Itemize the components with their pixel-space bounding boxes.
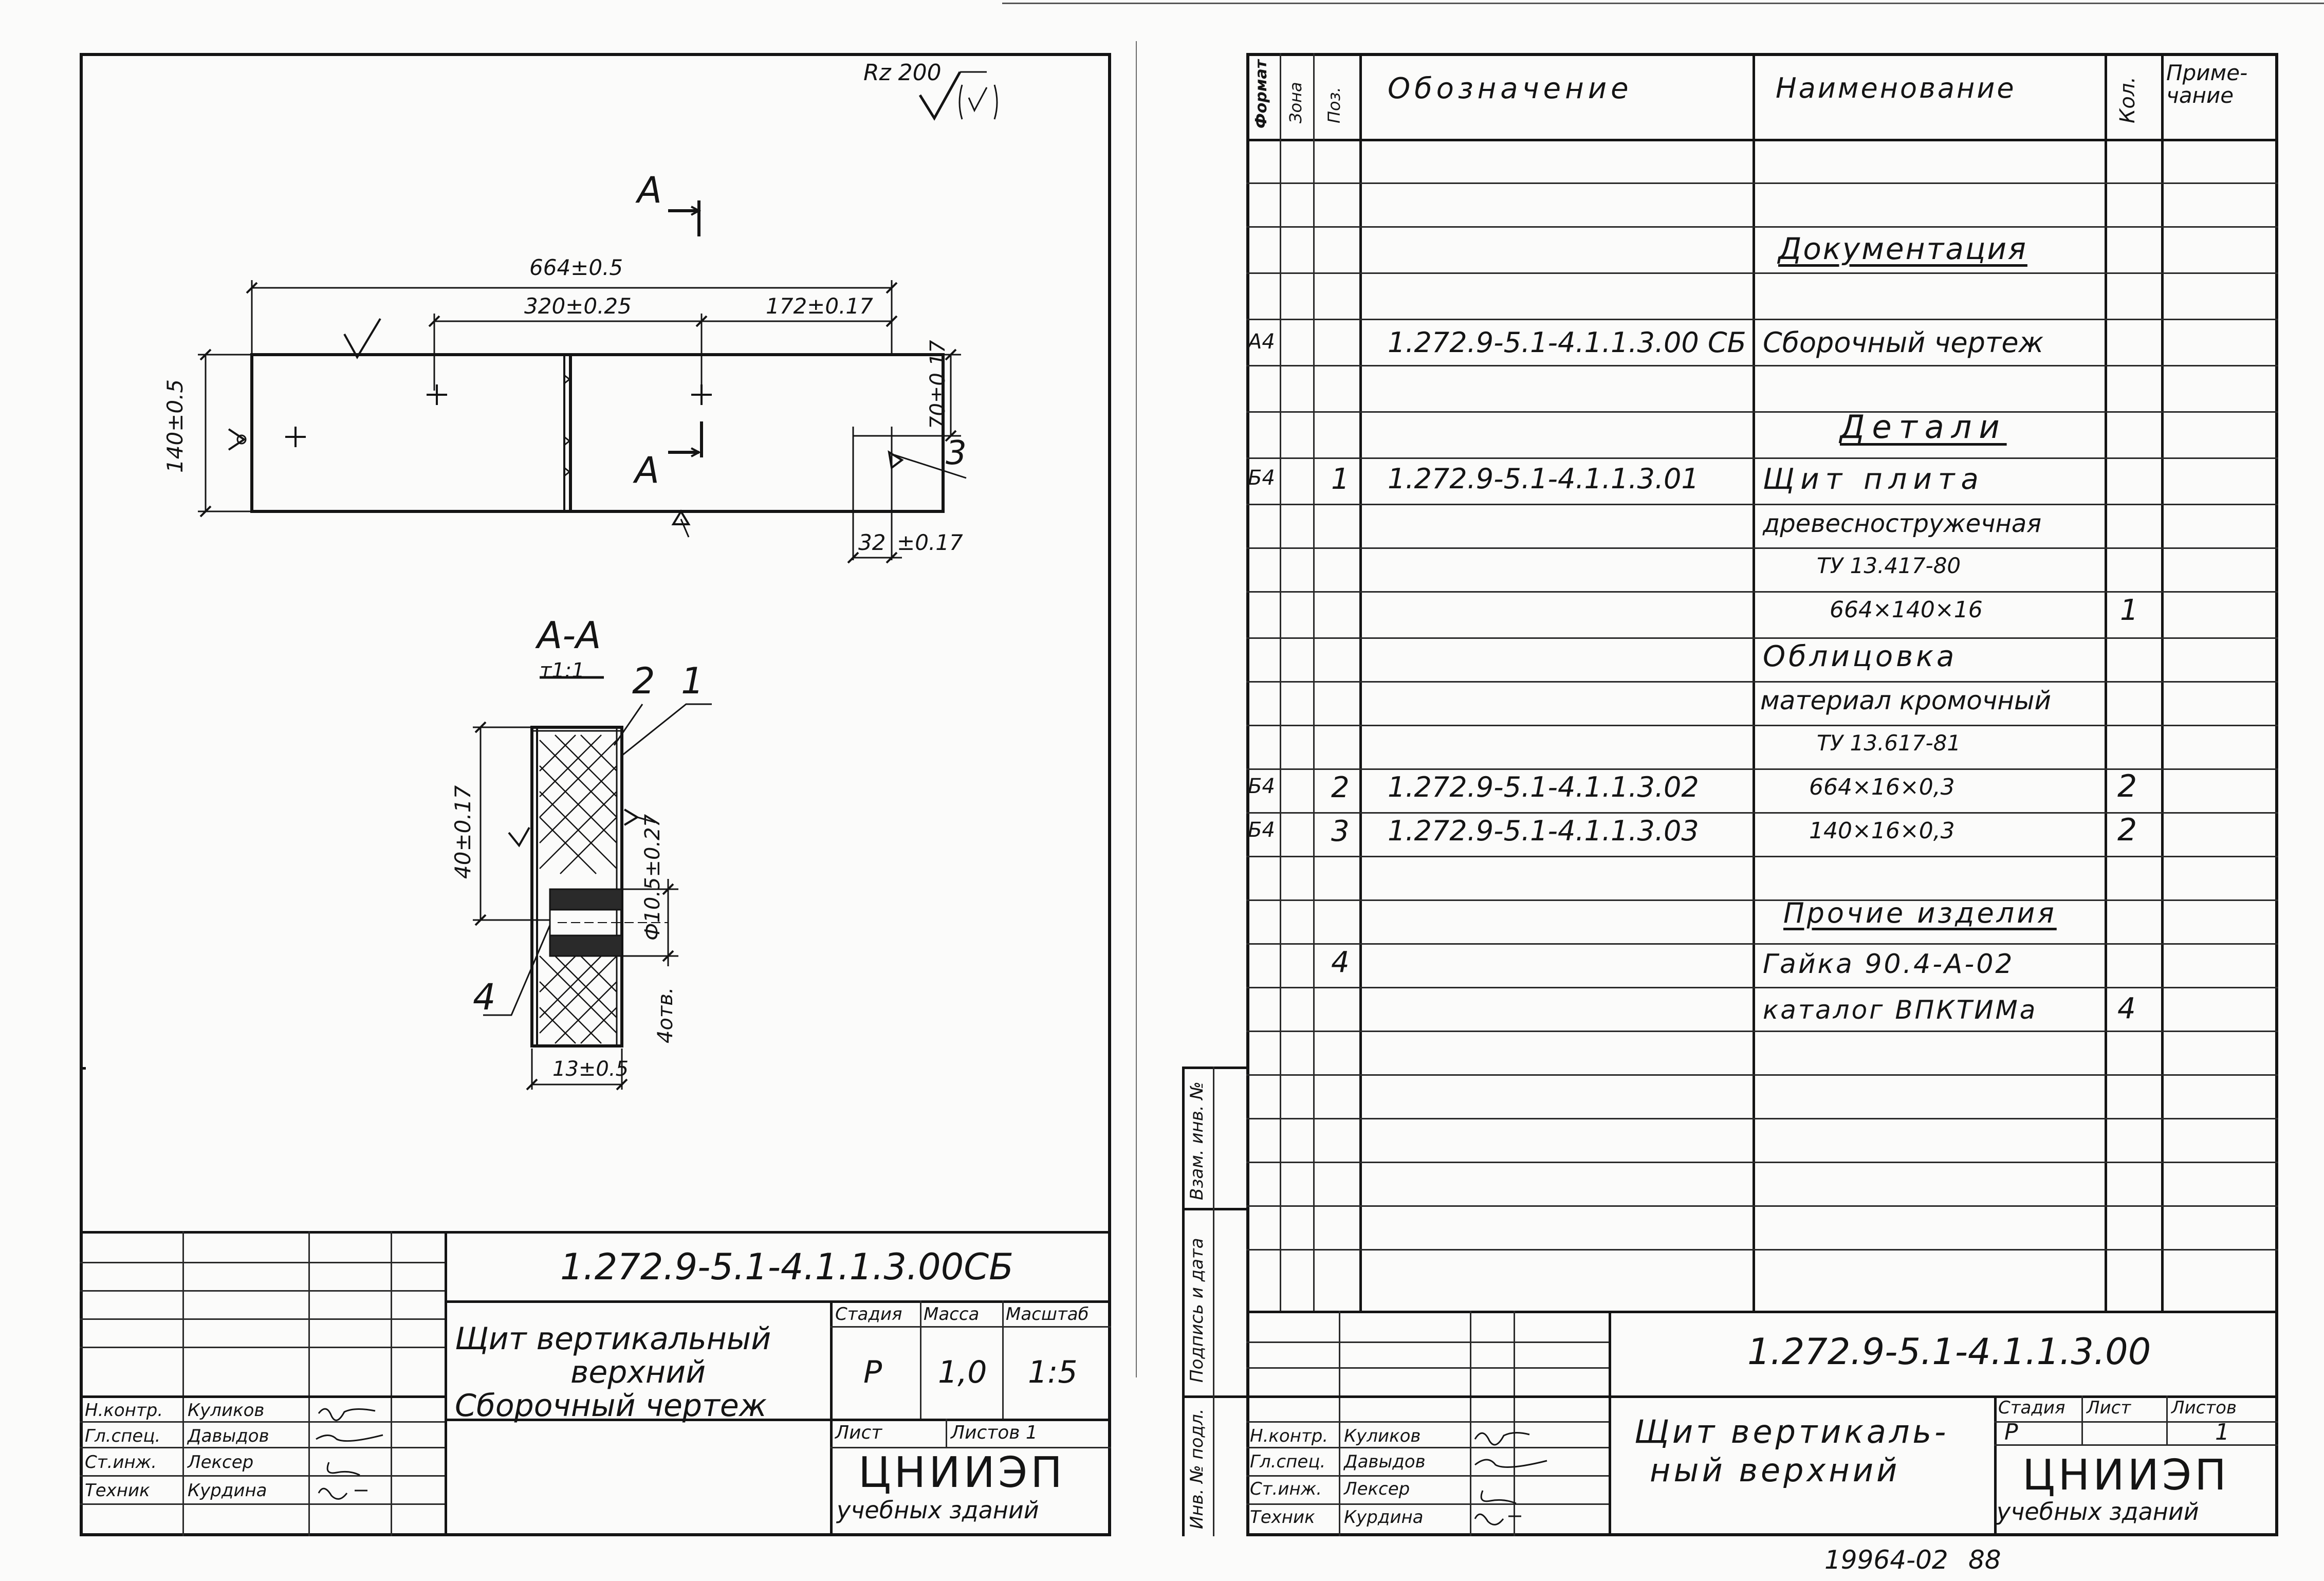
right-sheets: 1 xyxy=(2215,1419,2229,1445)
row-qty: 2 xyxy=(2117,768,2137,804)
section-heading: Прочие изделия xyxy=(1783,897,2057,929)
row-name: 664×16×0,3 xyxy=(1809,774,1955,800)
left-name-3: Курдина xyxy=(188,1480,267,1501)
footer-number: 19964-02 xyxy=(1824,1545,1948,1575)
left-org: ЦНИИЭП xyxy=(858,1448,1065,1497)
row-pos: 2 xyxy=(1331,771,1350,804)
left-mass: 1,0 xyxy=(938,1354,987,1390)
right-h-stage: Стадия xyxy=(1998,1398,2065,1418)
right-role-3: Техник xyxy=(1250,1507,1315,1528)
right-name-3: Курдина xyxy=(1344,1507,1424,1528)
row-format: А4 xyxy=(1248,330,1275,354)
left-name-2: Лексер xyxy=(188,1452,254,1473)
row-name: древесностружечная xyxy=(1763,509,2042,538)
section-scale: т1:1 xyxy=(540,659,585,683)
row-format: Б4 xyxy=(1248,818,1275,842)
leader-2: 2 xyxy=(632,660,655,702)
row-pos: 4 xyxy=(1331,946,1350,979)
right-h-sheets: Листов xyxy=(2171,1398,2237,1418)
right-name-2: Лексер xyxy=(1344,1479,1410,1499)
col-name-header: Наименование xyxy=(1776,72,2016,104)
left-stamp-code: 1.272.9-5.1-4.1.1.3.00СБ xyxy=(560,1246,1014,1288)
row-format: Б4 xyxy=(1248,466,1275,490)
left-sheets-label: Листов 1 xyxy=(951,1422,1038,1443)
row-name: Сборочный чертеж xyxy=(1763,326,2044,359)
dim-left: 320±0.25 xyxy=(524,293,632,319)
row-designation: 1.272.9-5.1-4.1.1.3.03 xyxy=(1388,815,1699,847)
roughness-label: Rz 200 xyxy=(863,60,942,86)
weld-mark: 3 xyxy=(946,434,967,472)
row-format: Б4 xyxy=(1248,775,1275,798)
right-h-sheet: Лист xyxy=(2087,1398,2131,1418)
footer-page: 88 xyxy=(1968,1545,2001,1575)
right-org-sub: учебных зданий xyxy=(1997,1498,2199,1525)
left-role-2: Ст.инж. xyxy=(85,1452,157,1473)
leader-4: 4 xyxy=(473,976,496,1018)
row-name: материал кромочный xyxy=(1760,686,2052,715)
row-name: Облицовка xyxy=(1763,640,1958,673)
left-h-stage: Стадия xyxy=(835,1304,902,1325)
row-pos: 3 xyxy=(1331,815,1350,848)
right-role-2: Ст.инж. xyxy=(1250,1479,1322,1499)
left-role-0: Н.контр. xyxy=(85,1400,163,1421)
row-name: Щит плита xyxy=(1763,463,1985,496)
left-scale: 1:5 xyxy=(1028,1354,1078,1390)
section-heading: Детали xyxy=(1840,408,2007,446)
right-org: ЦНИИЭП xyxy=(2022,1451,2229,1500)
left-stamp-title-2: верхний xyxy=(570,1354,706,1390)
col-note-header: Приме-чание xyxy=(2166,60,2248,108)
row-designation: 1.272.9-5.1-4.1.1.3.00 СБ xyxy=(1388,326,1746,359)
left-name-0: Куликов xyxy=(188,1400,265,1421)
right-stage: Р xyxy=(2004,1419,2018,1445)
left-stage: Р xyxy=(863,1354,882,1390)
right-stamp-title-2: ный верхний xyxy=(1650,1451,1901,1489)
row-name: ТУ 13.617-81 xyxy=(1817,730,1961,756)
left-name-1: Давыдов xyxy=(188,1426,269,1446)
row-name: 664×140×16 xyxy=(1830,597,1983,623)
left-h-scale: Масштаб xyxy=(1006,1304,1089,1325)
right-role-0: Н.контр. xyxy=(1250,1426,1329,1446)
row-name: каталог ВПКТИМа xyxy=(1763,995,2038,1025)
dim-bottom-tol: ±0.17 xyxy=(897,530,963,555)
left-org-sub: учебных зданий xyxy=(837,1496,1039,1524)
left-stamp-title-3: Сборочный чертеж xyxy=(455,1388,767,1424)
section-title: А-А xyxy=(537,614,601,657)
row-designation: 1.272.9-5.1-4.1.1.3.02 xyxy=(1388,771,1699,803)
left-sheet-label: Лист xyxy=(835,1422,882,1443)
row-name: 140×16×0,3 xyxy=(1809,818,1955,844)
col-designation-header: Обозначение xyxy=(1388,72,1633,105)
dim-section-w: 13±0.5 xyxy=(552,1057,629,1081)
left-role-1: Гл.спец. xyxy=(85,1426,161,1446)
right-name-1: Давыдов xyxy=(1344,1451,1426,1472)
row-designation: 1.272.9-5.1-4.1.1.3.01 xyxy=(1388,463,1699,495)
section-heading: Документация xyxy=(1778,231,2027,266)
row-qty: 1 xyxy=(2120,594,2138,627)
section-mark-top: А xyxy=(637,169,662,211)
dim-bottom: 32 xyxy=(858,530,886,555)
row-pos: 1 xyxy=(1331,463,1350,496)
right-stamp-title-1: Щит вертикаль- xyxy=(1634,1413,1949,1450)
row-qty: 4 xyxy=(2117,992,2136,1025)
dim-overall: 664±0.5 xyxy=(529,255,623,280)
leader-1: 1 xyxy=(681,660,704,702)
right-name-0: Куликов xyxy=(1344,1426,1421,1446)
row-name: ТУ 13.417-80 xyxy=(1817,553,1961,578)
row-qty: 2 xyxy=(2117,812,2137,848)
left-stamp-title-1: Щит вертикальный xyxy=(455,1321,771,1357)
right-stamp-code: 1.272.9-5.1-4.1.1.3.00 xyxy=(1747,1331,2151,1373)
row-name: Гайка 90.4-А-02 xyxy=(1763,949,2015,980)
dim-right: 172±0.17 xyxy=(766,293,873,319)
left-h-mass: Масса xyxy=(924,1304,980,1325)
left-role-3: Техник xyxy=(85,1480,150,1501)
section-mark-mid: А xyxy=(635,449,659,491)
right-role-1: Гл.спец. xyxy=(1250,1451,1326,1472)
